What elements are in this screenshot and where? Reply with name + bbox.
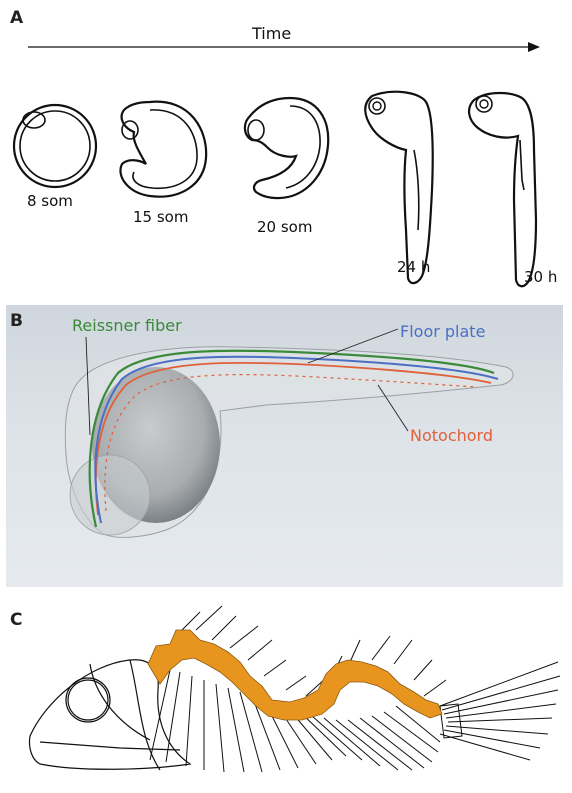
stage-label-15-som: 15 som [133,208,188,226]
embryo-8-som [14,105,96,187]
panel-b-micrograph: Reissner fiber Floor plate Notochord [6,305,563,587]
fish-skull [29,660,190,770]
time-arrow [28,42,540,52]
vertebral-column-highlight [148,630,442,720]
reissner-fiber-label: Reissner fiber [72,316,182,335]
embryo-micrograph [6,305,563,587]
stage-label-8-som: 8 som [27,192,73,210]
fish-tail-fin [440,662,560,760]
stage-label-24h: 24 h [397,258,430,276]
embryo-20-som [245,98,328,198]
embryo-24h [365,92,433,283]
stage-label-20-som: 20 som [257,218,312,236]
panel-a-drawings [0,0,572,300]
embryo-15-som [120,102,206,197]
floor-plate-label: Floor plate [400,322,485,341]
fish-ribs [150,606,446,772]
notochord-label: Notochord [410,426,493,445]
panel-b-label: B [10,311,23,331]
embryo-30h [469,93,536,286]
panel-c-label: C [10,610,22,630]
stage-label-30h: 30 h [524,268,557,286]
